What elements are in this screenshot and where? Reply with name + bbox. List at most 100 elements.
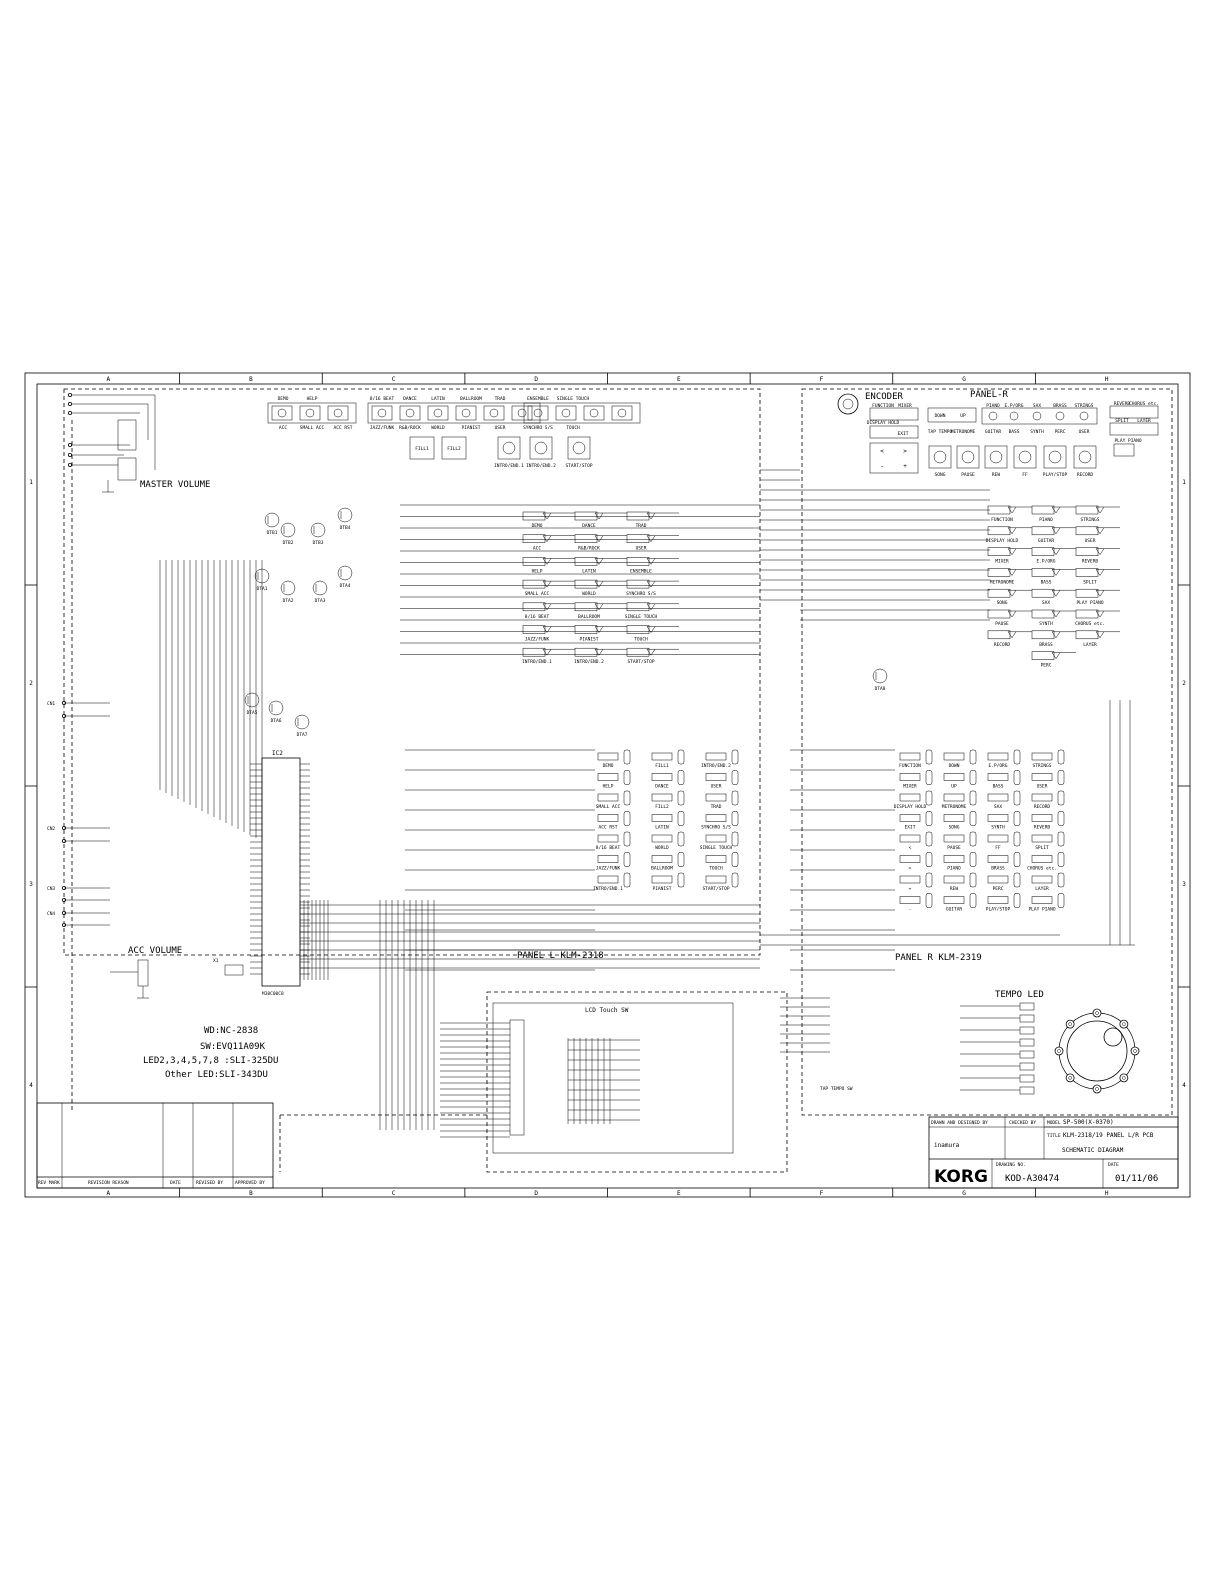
button-cell: [299, 405, 321, 421]
transport-label: REW: [992, 472, 1000, 478]
led-indicator: [1032, 411, 1042, 421]
led-name: JAZZ/FUNK: [525, 637, 550, 643]
round-button-ring: [502, 441, 516, 455]
transport-button-ring: [1018, 450, 1032, 464]
switch-diode: [969, 811, 977, 826]
switch-diode: [623, 811, 631, 826]
switch-name: INTRO/END.1: [593, 886, 623, 892]
switch-diode: [1013, 790, 1021, 806]
round-button-label: INTRO/END.2: [526, 463, 556, 469]
button-group: [523, 402, 641, 424]
led-box: [522, 579, 546, 589]
model-label: MODEL: [1047, 1120, 1061, 1126]
transport-button: [956, 445, 980, 469]
rev-header-reason: REVISION REASON: [88, 1180, 129, 1186]
led-diode: [594, 558, 604, 565]
transistor: [312, 580, 328, 596]
led-box: [626, 579, 650, 589]
switch-name: >: [909, 867, 912, 872]
switch-diode: [677, 811, 685, 826]
panel-r-label: PANEL R KLM-2319: [895, 953, 982, 963]
col-letter-bottom: D: [534, 1190, 538, 1197]
col-letter-top: D: [534, 376, 538, 383]
switch-diode: [731, 811, 739, 826]
transport-button: [928, 445, 952, 469]
switch-diode: [969, 893, 977, 908]
button-label: HELP: [307, 396, 318, 402]
transport-label: RECORD: [1077, 472, 1094, 478]
switch-diode: [677, 852, 685, 867]
led-indicator: [561, 408, 571, 418]
switch-name: UP: [951, 784, 957, 790]
led-box: [574, 534, 598, 543]
tempo-ring-led-dot: [1133, 1049, 1137, 1053]
tempo-led-box: [1019, 1038, 1035, 1047]
led-box: [987, 505, 1011, 515]
switch-diode: [1013, 770, 1021, 785]
switch-name: TOUCH: [709, 866, 723, 872]
tempo-ring-led: [1119, 1073, 1129, 1083]
button-group: [1109, 405, 1159, 419]
led-name: DISPLAY HOLD: [986, 538, 1019, 544]
led-diode: [1095, 631, 1105, 639]
led-diode: [542, 512, 552, 520]
drawing-no-label: DRAWING NO.: [996, 1162, 1026, 1168]
transport-button-ring: [961, 450, 975, 464]
led-box: [522, 511, 546, 521]
transistor: [294, 714, 310, 730]
switch-diode: [969, 872, 977, 888]
col-letter-top: B: [249, 376, 253, 383]
transistor-ref: DTA6: [271, 718, 282, 724]
switch-diode: [1013, 749, 1021, 765]
led-box: [987, 547, 1011, 556]
led-name: PLAY PIANO: [1076, 600, 1103, 606]
switch-box: [1031, 875, 1053, 884]
acc-volume-pot: [110, 959, 149, 999]
switch-name: EXIT: [905, 825, 916, 831]
led-indicator: [1055, 411, 1065, 421]
panel-l-label: PANEL L KLM-2318: [517, 951, 604, 961]
col-letter-bottom: G: [962, 1190, 966, 1197]
row-number-right: 1: [1182, 479, 1186, 486]
led-name: SPLIT: [1083, 579, 1097, 585]
switch-box: [1031, 814, 1053, 822]
transistor: [280, 580, 296, 596]
led-box: [522, 534, 546, 543]
led-box: [522, 625, 546, 634]
led-diode: [1051, 652, 1061, 660]
led-name: LATIN: [582, 568, 596, 574]
tempo-ring-led: [1065, 1073, 1075, 1083]
switch-name: DISPLAY HOLD: [894, 804, 927, 810]
panel-r-top-label: PANEL-R: [970, 390, 1009, 400]
col-letter-bottom: F: [820, 1190, 824, 1197]
led-name: 8/16 BEAT: [525, 614, 550, 620]
tempo-ring-led: [1065, 1019, 1075, 1029]
button-label: METRONOME: [951, 429, 976, 435]
fill-button: [409, 436, 435, 460]
led-box: [1031, 651, 1055, 660]
rev-header-mark: REV MARK: [38, 1180, 60, 1186]
row-number-right: 2: [1182, 680, 1186, 687]
button-label: JAZZ/FUNK: [370, 425, 395, 431]
switch-box: [1031, 793, 1053, 802]
transport-button-ring: [989, 450, 1003, 464]
tempo-ring-led-dot: [1057, 1049, 1061, 1053]
switch-name: BASS: [993, 784, 1004, 790]
led-name: HELP: [532, 568, 543, 574]
button-label: TAP TEMPO: [928, 429, 953, 435]
led-indicator: [589, 408, 599, 418]
row-number-left: 2: [29, 680, 33, 687]
switch-box: [987, 793, 1009, 802]
tempo-led-box: [1019, 1014, 1035, 1023]
led-name: INTRO/END.1: [522, 659, 552, 665]
button-label: ACC: [279, 425, 287, 431]
plus: +: [903, 463, 907, 470]
led-diode: [1007, 527, 1017, 535]
led-diode: [594, 580, 604, 588]
switch-box: [899, 834, 921, 843]
button-label: LATIN: [431, 396, 445, 402]
transport-button-ring: [933, 450, 947, 464]
led-box: [1031, 505, 1055, 515]
switch-box: [651, 855, 673, 863]
